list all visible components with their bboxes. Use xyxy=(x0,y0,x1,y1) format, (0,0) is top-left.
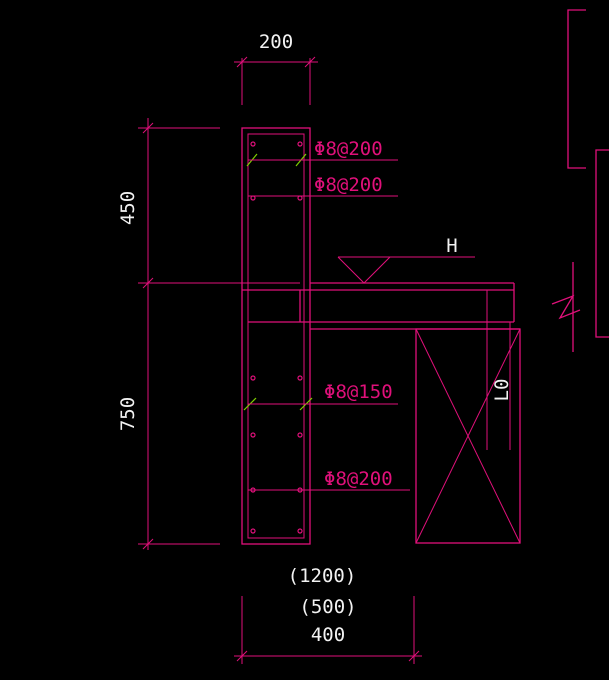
right-frames xyxy=(567,9,609,338)
rebar-label-4: Φ8@200 xyxy=(324,468,393,490)
rebar-label-3: Φ8@150 xyxy=(324,381,393,403)
level-mark: H xyxy=(337,235,475,284)
dim-upper-height: 450 xyxy=(117,191,139,225)
dim-bottom-3: 400 xyxy=(311,624,345,646)
dim-lower-height: 750 xyxy=(117,397,139,431)
top-dimension: 200 xyxy=(234,31,318,105)
dim-bottom-1: (1200) xyxy=(288,565,357,587)
bottom-dimension: (1200) (500) 400 xyxy=(234,565,422,664)
dim-top-width: 200 xyxy=(259,31,293,53)
rebar-dots xyxy=(250,141,303,534)
rebar-label-1: Φ8@200 xyxy=(314,138,383,160)
break-line xyxy=(551,262,581,352)
left-dimensions: 450 750 xyxy=(117,118,300,550)
tie-ticks xyxy=(243,153,313,411)
wall-section xyxy=(241,127,520,545)
rebar-leaders xyxy=(248,159,410,491)
beam-label: L0 xyxy=(491,379,513,402)
opening-box: L0 xyxy=(415,290,521,544)
rebar-label-2: Φ8@200 xyxy=(314,174,383,196)
level-mark-text: H xyxy=(446,235,457,257)
dim-bottom-2: (500) xyxy=(299,596,356,618)
